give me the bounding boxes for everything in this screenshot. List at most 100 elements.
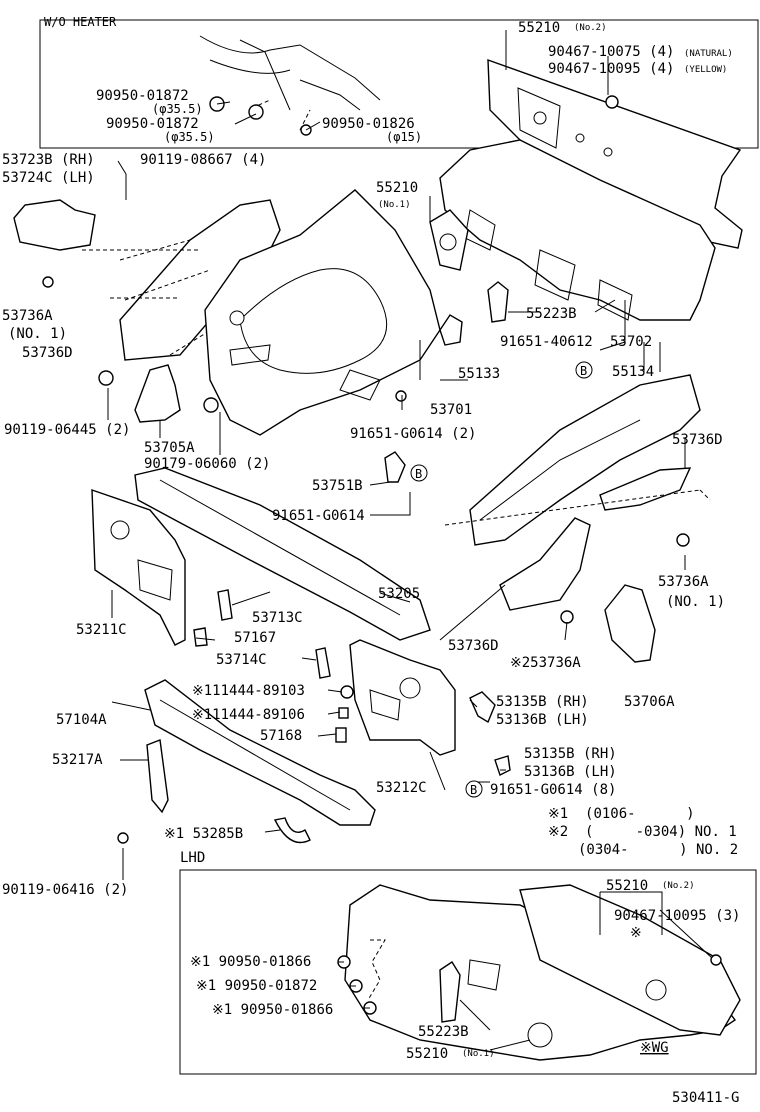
part-55134-side-member <box>469 374 701 546</box>
part-57104A <box>144 679 376 826</box>
label-55210-no2: 55210 <box>518 20 560 36</box>
label-53706A: 53706A <box>624 694 675 710</box>
label-53736A-right: 53736A <box>658 574 709 590</box>
lhd-label-55210-no1: 55210 <box>406 1046 448 1062</box>
label-53724C: 53724C (LH) <box>2 170 95 186</box>
bottom-inset-title: LHD <box>180 850 205 866</box>
part-57168 <box>335 727 347 743</box>
lhd-label-90467-note: ※ <box>630 925 642 941</box>
label-53736A-2: ※253736A <box>510 655 581 671</box>
bolt-53736A-left <box>42 276 54 288</box>
label-90119-06416: 90119-06416 (2) <box>2 882 128 898</box>
note-1: ※1 (0106- ) <box>548 806 695 822</box>
part-53723B <box>13 199 96 251</box>
label-90950-01826-note: (φ15) <box>386 130 422 144</box>
label-53135B-b: 53135B (RH) <box>524 746 617 762</box>
label-53736A-right-sub: (NO. 1) <box>666 594 725 610</box>
label-90950-01826: 90950-01826 <box>322 116 415 132</box>
label-91651-40612: 91651-40612 <box>500 334 593 350</box>
lhd-label-90467-10095: 90467-10095 (3) <box>614 908 740 924</box>
bottom-inset-frame <box>179 869 757 1075</box>
cap-111444-89106 <box>338 707 349 719</box>
label-91651-G0614: 91651-G0614 <box>272 508 365 524</box>
label-53285B: ※1 53285B <box>164 826 243 842</box>
lhd-label-55210-no2-suffix: (No.2) <box>662 881 695 891</box>
label-90950-01872-a-note: (φ35.5) <box>152 102 203 116</box>
label-53736D-left: 53736D <box>22 345 73 361</box>
label-53736D-lower: 53736D <box>448 638 499 654</box>
callout-B-1 <box>575 361 593 379</box>
part-53706A <box>604 584 656 663</box>
lhd-label-55210-no2: 55210 <box>606 878 648 894</box>
label-53723B: 53723B (RH) <box>2 152 95 168</box>
clip-53736A-2 <box>560 610 574 624</box>
lhd-label-90950-01872: ※1 90950-01872 <box>196 978 317 994</box>
image-code: 530411-G <box>672 1090 739 1106</box>
callout-B-2 <box>410 464 428 482</box>
label-55134: 55134 <box>612 364 654 380</box>
part-55223B <box>487 281 509 323</box>
part-53705A <box>134 364 181 423</box>
label-53135B-a: 53135B (RH) <box>496 694 589 710</box>
label-91651-G0614-2: 91651-G0614 (2) <box>350 426 476 442</box>
label-57168: 57168 <box>260 728 302 744</box>
label-55210-no1: 55210 <box>376 180 418 196</box>
label-53714C: 53714C <box>216 652 267 668</box>
nut-90179-06060 <box>203 397 219 413</box>
label-53217A: 53217A <box>52 752 103 768</box>
part-55133 <box>439 314 463 346</box>
label-90950-01872-b-note: (φ35.5) <box>164 130 215 144</box>
label-53701: 53701 <box>430 402 472 418</box>
bolt-90119-06416 <box>117 832 129 844</box>
label-53205: 53205 <box>378 586 420 602</box>
label-53751B: 53751B <box>312 478 363 494</box>
part-53285B <box>273 817 311 844</box>
label-90179-06060: 90179-06060 (2) <box>144 456 270 472</box>
part-53751B <box>384 451 406 483</box>
label-53211C: 53211C <box>76 622 127 638</box>
label-90119-06445: 90119-06445 (2) <box>4 422 130 438</box>
label-90467-10095: 90467-10095 (4) <box>548 61 674 77</box>
callout-B-3-text: B <box>470 783 477 797</box>
label-53702: 53702 <box>610 334 652 350</box>
part-53211C <box>91 489 186 646</box>
label-53736D-right: 53736D <box>672 432 723 448</box>
cap-111444-89103 <box>340 685 354 699</box>
lhd-wg-note: ※WG <box>640 1040 669 1056</box>
part-53217A <box>146 739 169 814</box>
part-53701-wheelhouse <box>204 189 441 436</box>
callout-B-3 <box>465 780 483 798</box>
label-90467-10075: 90467-10075 (4) <box>548 44 674 60</box>
label-53705A: 53705A <box>144 440 195 456</box>
label-90950-01872-b: 90950-01872 <box>106 116 199 132</box>
label-55133: 55133 <box>458 366 500 382</box>
label-55210-no1-suffix: (No.1) <box>378 200 411 210</box>
label-53136B-b: 53136B (LH) <box>524 764 617 780</box>
label-90467-10095-note: (YELLOW) <box>684 65 727 75</box>
callout-B-2-text: B <box>415 467 422 481</box>
label-90119-08667: 90119-08667 (4) <box>140 152 266 168</box>
callout-B-1-text: B <box>580 364 587 378</box>
part-53212C <box>349 639 456 756</box>
lhd-label-55210-no1-suffix: (No.1) <box>462 1049 495 1059</box>
grommet-90467 <box>605 95 619 109</box>
top-inset-title: W/O HEATER <box>44 15 117 29</box>
lhd-leader-lines <box>338 891 713 1051</box>
label-53136B-a: 53136B (LH) <box>496 712 589 728</box>
label-55223B: 55223B <box>526 306 577 322</box>
part-53702-dash-panel <box>439 139 716 321</box>
lhd-label-90950-01866-a: ※1 90950-01866 <box>190 954 311 970</box>
label-53713C: 53713C <box>252 610 303 626</box>
label-53736A-left: 53736A <box>2 308 53 324</box>
part-53736D-right-upper <box>599 467 692 511</box>
label-53212C: 53212C <box>376 780 427 796</box>
top-inset-frame <box>39 19 759 149</box>
label-111444-89106: ※111444-89106 <box>192 707 305 723</box>
label-91651-G0614-8: 91651-G0614 (8) <box>490 782 616 798</box>
part-53135B-b <box>494 755 511 776</box>
label-90467-10075-note: (NATURAL) <box>684 49 733 59</box>
note-3: (0304- ) NO. 2 <box>578 842 738 858</box>
label-55210-no2-suffix: (No.2) <box>574 23 607 33</box>
part-53205 <box>134 467 431 641</box>
